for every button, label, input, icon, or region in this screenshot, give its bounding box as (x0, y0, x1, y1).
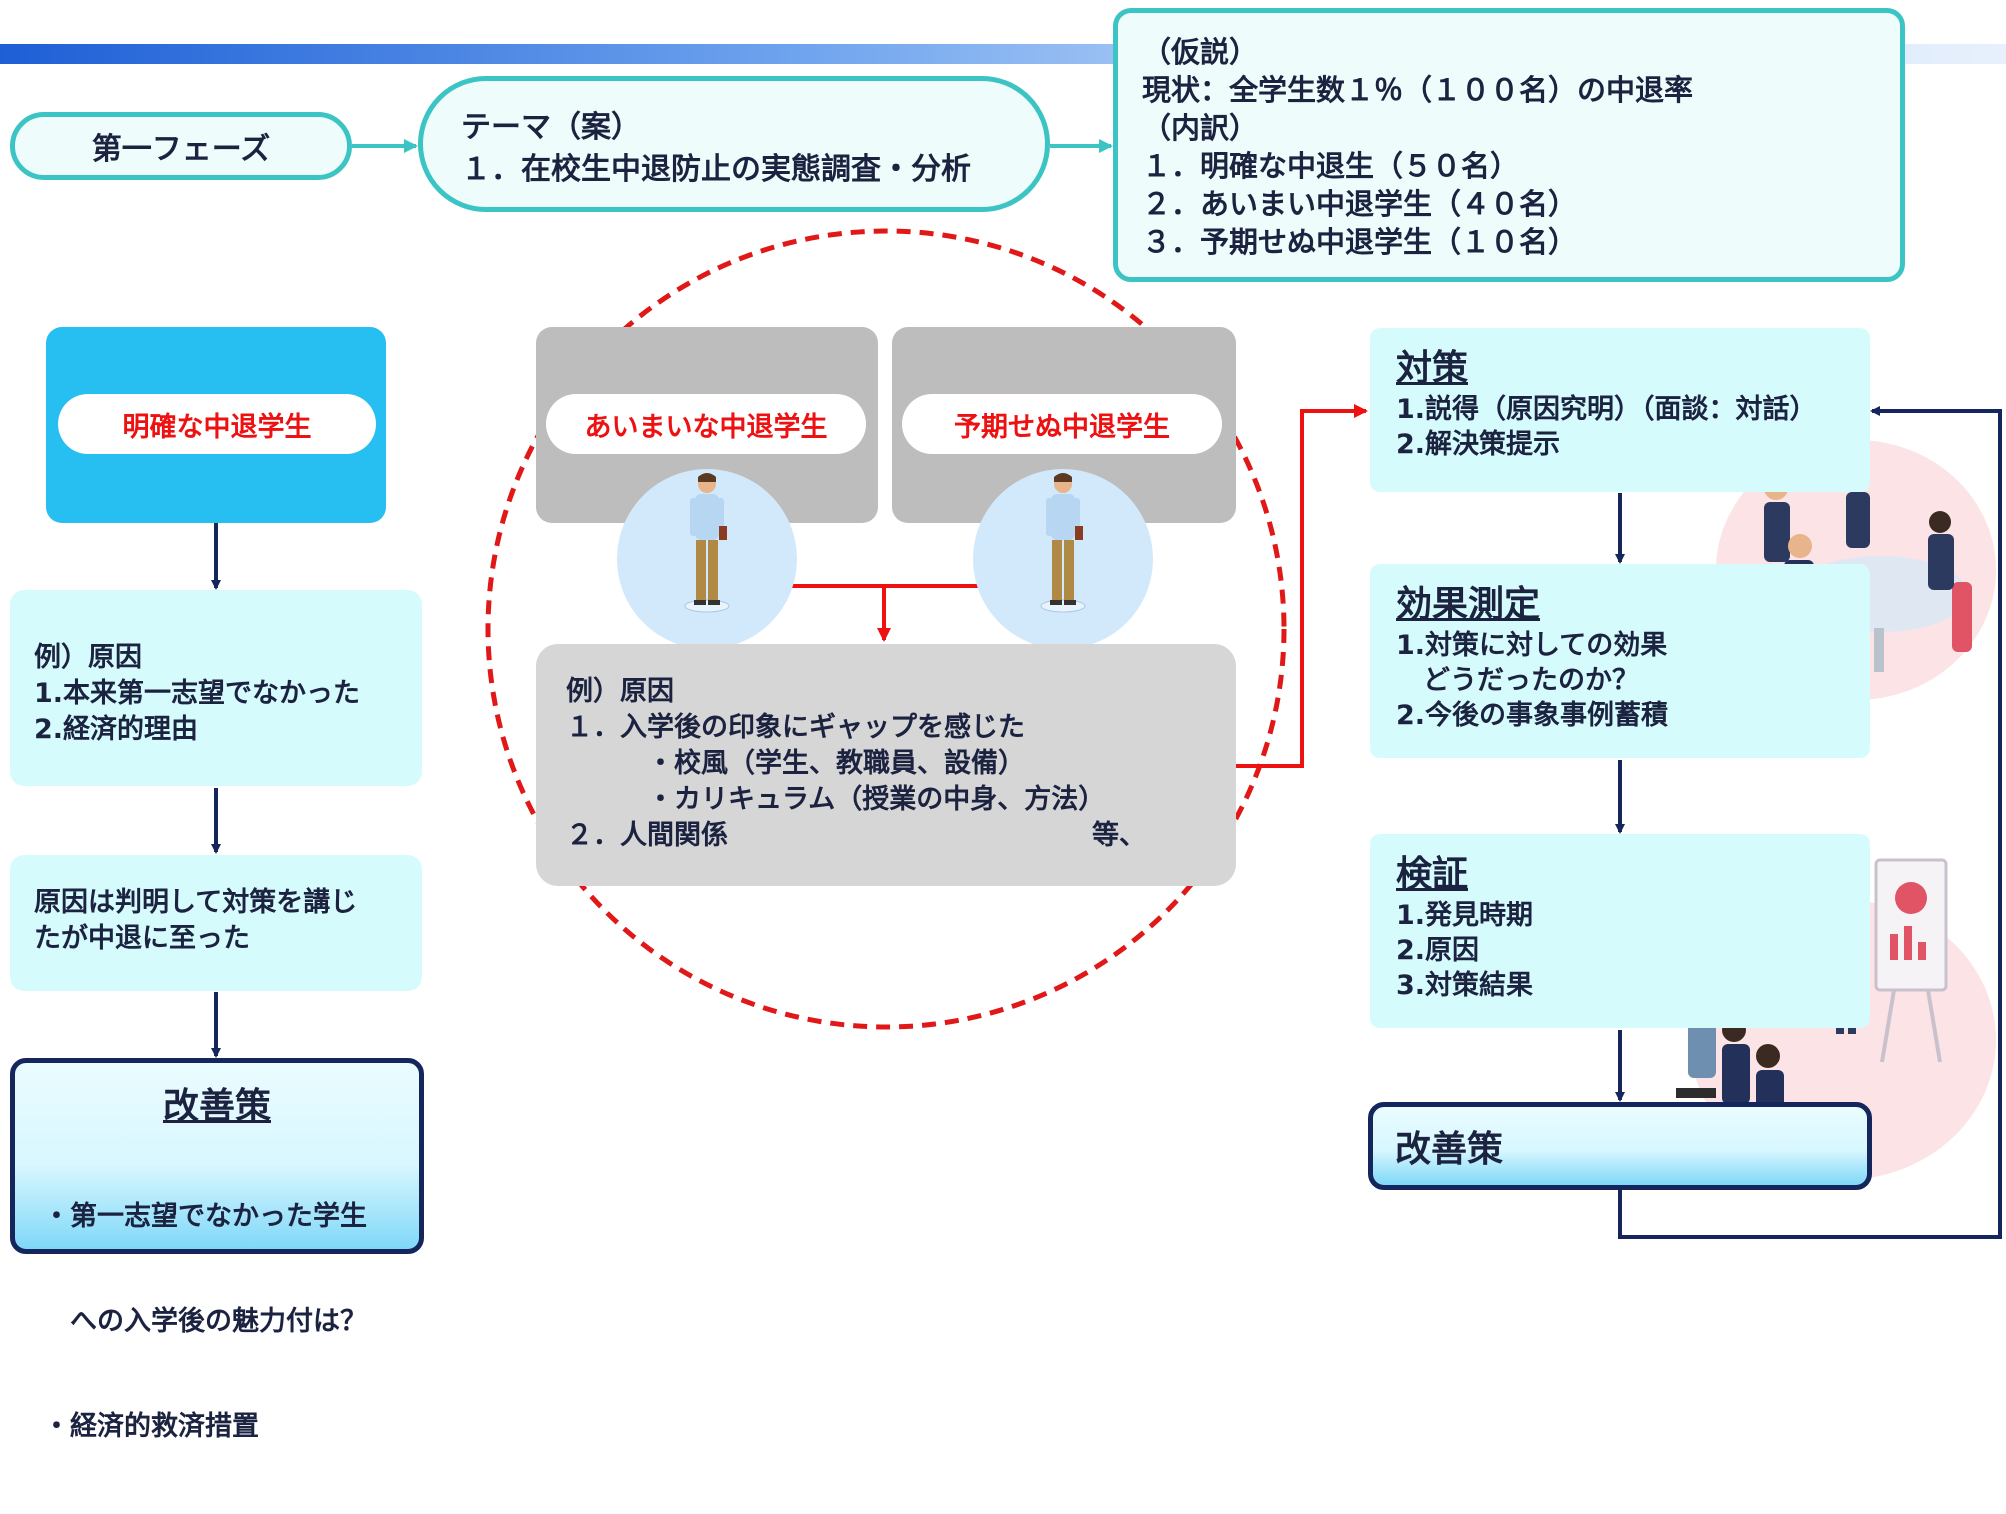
cause-item: 2.経済的理由 (34, 714, 199, 745)
hypothesis-title: （仮説） (1142, 35, 1259, 69)
improvement-item: への入学後の魅力付は？ (43, 1306, 367, 1337)
effect-measurement-box: 効果測定 1.対策に対しての効果 どうだったのか？ 2.今後の事象事例蓄積 (1370, 564, 1870, 758)
left-improvement-title: 改善策 (162, 1086, 271, 1127)
unexpected-label-text: 予期せぬ中退学生 (954, 411, 1170, 443)
red-arrow-to-measures (1236, 404, 1368, 768)
feedback-loop-arrow (1618, 406, 2002, 1239)
theme-box: テーマ（案） １．在校生中退防止の実態調査・分析 (418, 76, 1050, 212)
verify-item: 2.原因 (1396, 935, 1480, 966)
breakdown-item: １．明確な中退生（５０名） (1142, 149, 1520, 183)
measures-item: 2.解決策提示 (1396, 429, 1561, 460)
verify-title: 検証 (1396, 854, 1469, 895)
dashed-focus-circle (485, 228, 1287, 1030)
measures-title: 対策 (1396, 348, 1469, 389)
hypothesis-box: （仮説） 現状：全学生数１％（１００名）の中退率 （内訳） １．明確な中退生（５… (1113, 8, 1905, 282)
theme-title: テーマ（案） (461, 110, 641, 145)
left-cause-box: 例）原因 1.本来第一志望でなかった 2.経済的理由 (10, 590, 422, 786)
cause-item: 1.本来第一志望でなかった (34, 678, 361, 709)
cause-title: 例）原因 (566, 676, 674, 707)
person-icon (973, 469, 1153, 649)
phase-label: 第一フェーズ (91, 132, 271, 167)
result-line: 原因は判明して対策を講じ (34, 887, 358, 918)
breakdown-item: ２．あいまい中退学生（４０名） (1142, 187, 1578, 221)
breakdown-title: （内訳） (1142, 111, 1259, 145)
verification-box: 検証 1.発見時期 2.原因 3.対策結果 (1370, 834, 1870, 1028)
cause-line: ・校風（学生、教職員、設備） (566, 748, 1025, 779)
left-improvement-box: 改善策 ・第一志望でなかった学生 への入学後の魅力付は？ ・経済的救済措置 (10, 1058, 424, 1442)
theme-item: １．在校生中退防止の実態調査・分析 (461, 152, 971, 187)
etc-label: 等、 (1092, 820, 1146, 851)
result-line: たが中退に至った (34, 923, 250, 954)
ambiguous-dropout-label: あいまいな中退学生 (546, 394, 866, 454)
clear-dropout-label: 明確な中退学生 (58, 394, 376, 454)
measures-box: 対策 1.説得（原因究明）（面談：対話） 2.解決策提示 (1370, 328, 1870, 492)
effect-item: どうだったのか？ (1396, 665, 1639, 696)
verify-item: 1.発見時期 (1396, 900, 1534, 931)
measures-item: 1.説得（原因究明）（面談：対話） (1396, 394, 1817, 425)
right-improvement-title: 改善策 (1395, 1129, 1504, 1170)
cause-title: 例）原因 (34, 642, 142, 673)
verify-item: 3.対策結果 (1396, 970, 1534, 1001)
cause-line: ２．人間関係 (566, 820, 728, 851)
left-result-box: 原因は判明して対策を講じ たが中退に至った (10, 855, 422, 991)
hypothesis-status: 現状：全学生数１％（１００名）の中退率 (1142, 73, 1694, 107)
person-icon (617, 469, 797, 649)
clear-dropout-label-text: 明確な中退学生 (122, 411, 312, 443)
effect-item: 1.対策に対しての効果 (1396, 630, 1668, 661)
right-improvement-box: 改善策 (1368, 1102, 1872, 1190)
improvement-item: ・第一志望でなかった学生 (43, 1201, 367, 1232)
improvement-item: ・経済的救済措置 (43, 1411, 259, 1442)
ambiguous-label-text: あいまいな中退学生 (584, 411, 828, 443)
effect-title: 効果測定 (1396, 584, 1541, 625)
cause-line: １．入学後の印象にギャップを感じた (566, 712, 1025, 743)
unexpected-dropout-label: 予期せぬ中退学生 (902, 394, 1222, 454)
cause-line: ・カリキュラム（授業の中身、方法） (566, 784, 1106, 815)
phase-pill: 第一フェーズ (10, 112, 352, 180)
middle-cause-box: 例）原因 １．入学後の印象にギャップを感じた ・校風（学生、教職員、設備） ・カ… (536, 644, 1236, 886)
effect-item: 2.今後の事象事例蓄積 (1396, 700, 1669, 731)
breakdown-item: ３．予期せぬ中退学生（１０名） (1142, 225, 1578, 259)
